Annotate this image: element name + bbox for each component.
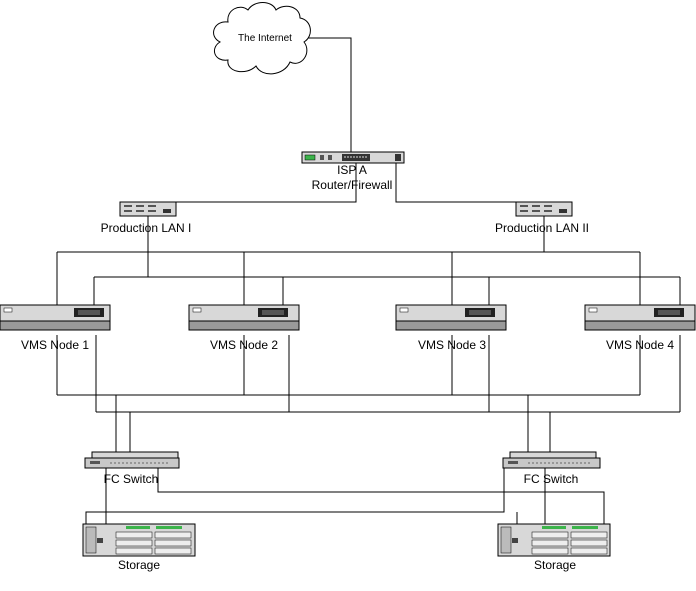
internet-cloud: The Internet [213, 2, 311, 75]
storage1-label: Storage [118, 558, 160, 572]
storage-2: Storage [497, 523, 611, 572]
fc-switch2-label: FC Switch [524, 472, 579, 486]
router-lan1-link [176, 163, 357, 203]
connections [56, 37, 681, 524]
vms-node-4: VMS Node 4 [584, 304, 696, 352]
vms-node-1: VMS Node 1 [0, 304, 111, 352]
switch1-storage2 [157, 468, 605, 524]
lan2-label: Production LAN II [495, 221, 589, 235]
vms-node-3: VMS Node 3 [395, 304, 507, 352]
fc-switch1-label: FC Switch [104, 472, 159, 486]
router-label-line1: ISP A [337, 163, 367, 177]
vms-node-2: VMS Node 2 [188, 304, 300, 352]
router-label-line2: Router/Firewall [312, 178, 393, 192]
fc-switch-1: FC Switch [84, 451, 180, 486]
lan1-switch: Production LAN I [101, 201, 192, 235]
node3-label: VMS Node 3 [418, 338, 486, 352]
storage2-label: Storage [534, 558, 576, 572]
internet-label: The Internet [238, 33, 292, 44]
switch2-storage1 [85, 468, 505, 524]
lan1-label: Production LAN I [101, 221, 192, 235]
router-lan2-link [395, 163, 516, 203]
node1-label: VMS Node 1 [21, 338, 89, 352]
cloud-icon [213, 2, 311, 75]
node4-label: VMS Node 4 [606, 338, 674, 352]
node2-label: VMS Node 2 [210, 338, 278, 352]
lan2-switch: Production LAN II [495, 201, 589, 235]
fc-switch-2: FC Switch [502, 451, 601, 486]
storage-1: Storage [82, 523, 196, 572]
router-device: ISP A Router/Firewall [301, 151, 405, 192]
